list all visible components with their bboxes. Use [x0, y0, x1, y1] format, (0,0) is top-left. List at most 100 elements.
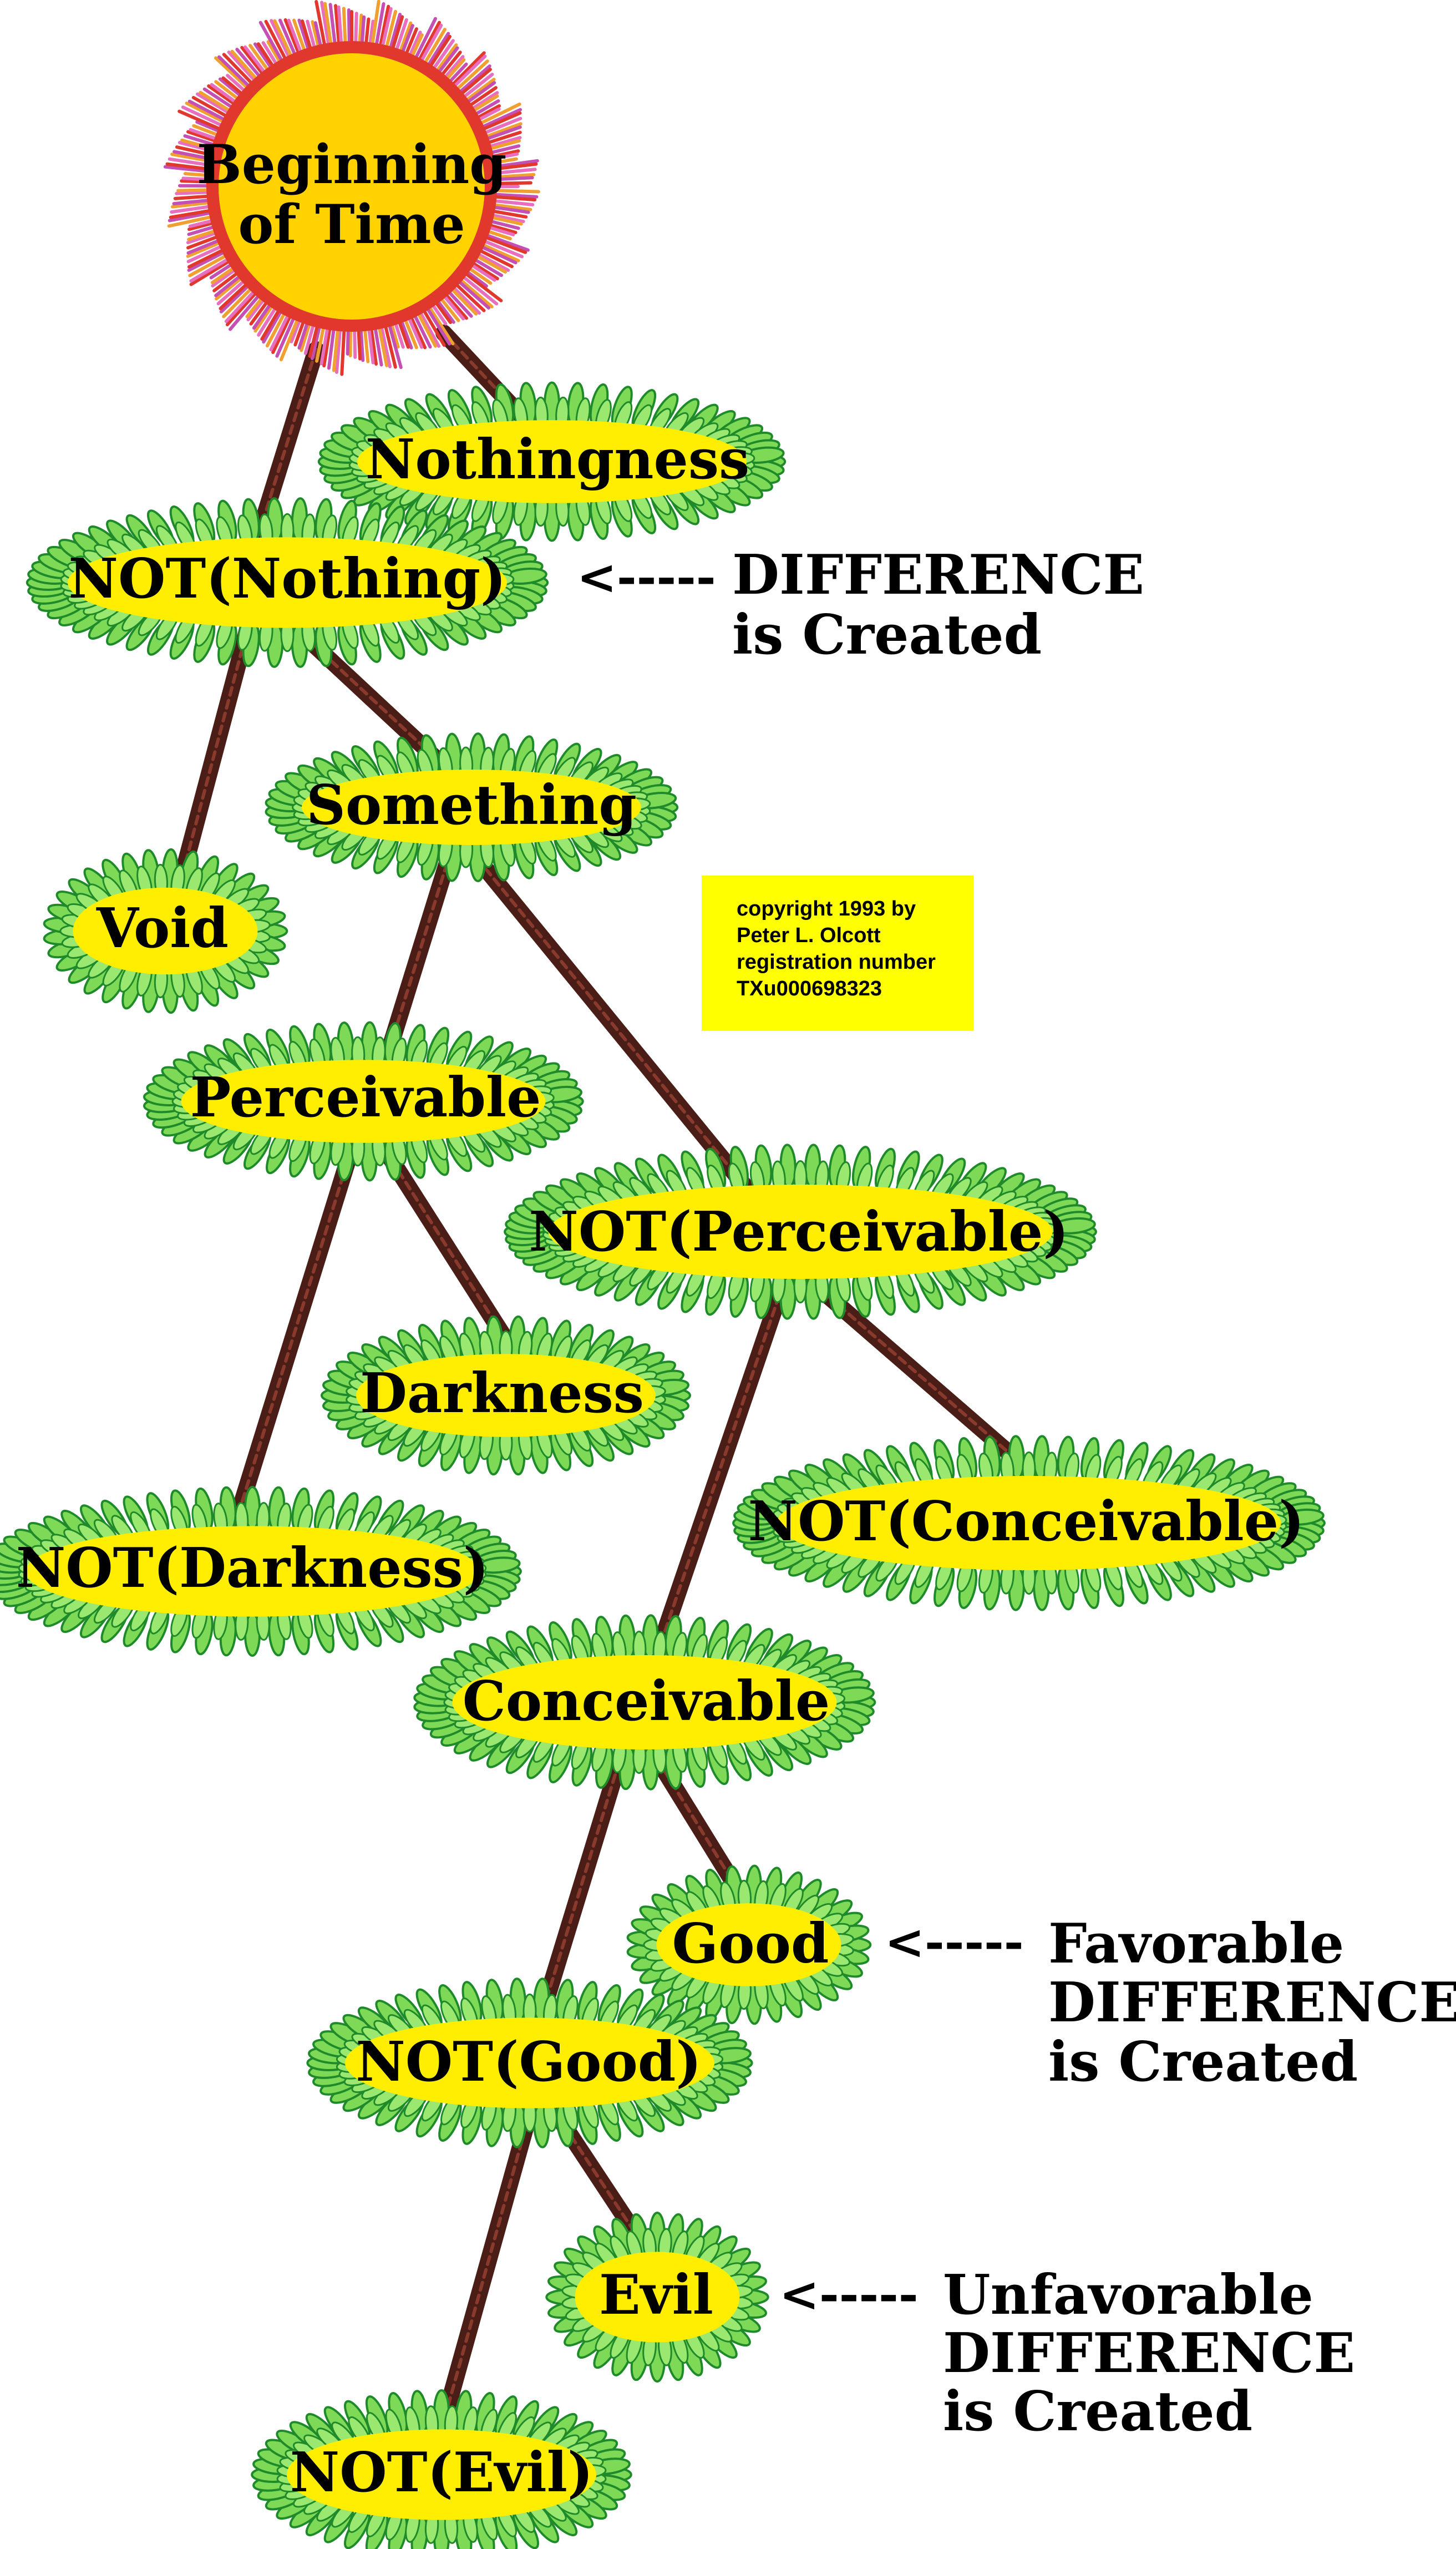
label-fill: [452, 1655, 837, 1749]
sun-ray: [378, 320, 392, 368]
sun-ray: [340, 323, 346, 376]
sun-ray: [278, 18, 299, 61]
unfavorable-line1: Unfavorable: [943, 2263, 1313, 2327]
copyright-background: [702, 876, 973, 1031]
sun-ray: [417, 23, 443, 67]
bush-not-good: [306, 1978, 753, 2148]
sun-ray: [167, 214, 218, 228]
bush-something: [265, 732, 679, 882]
sun-ray: [328, 3, 337, 50]
sun-ray: [264, 19, 290, 65]
sun-ray: [487, 203, 532, 211]
sun-ray: [196, 92, 235, 117]
sun-ray: [377, 321, 389, 367]
sun-ray: [189, 257, 235, 286]
sun-ray: [230, 49, 262, 84]
label-fill: [68, 537, 507, 628]
unfavorable-note: <----- Unfavorable DIFFERENCE is Created: [779, 2263, 1355, 2444]
sun-ray: [224, 286, 259, 323]
copyright-line3: registration number: [737, 950, 936, 974]
sun-ray: [458, 272, 499, 306]
bush-good: [626, 1864, 872, 2025]
sun-ray: [379, 7, 393, 53]
sun-ray: [377, 4, 390, 53]
node-perceivable: Perceivable: [190, 1066, 541, 1130]
bush-perceivable: [143, 1021, 584, 1182]
sun-ray: [476, 241, 520, 262]
node-void: Void: [96, 897, 229, 960]
node-not-perceivable: NOT(Perceivable): [529, 1200, 1068, 1264]
sun-ray: [173, 150, 217, 161]
sun-ray: [383, 9, 398, 54]
sun-ray: [478, 237, 524, 259]
node-something: Something: [306, 773, 637, 837]
sun-ray: [323, 2, 333, 51]
label-fill: [345, 2017, 714, 2108]
bush-not-darkness: [0, 1486, 522, 1657]
favorable-line1: Favorable: [1048, 1912, 1344, 1976]
label-fill: [357, 420, 747, 503]
sun-ray: [448, 282, 481, 315]
difference-note: <----- DIFFERENCE is Created: [577, 543, 1144, 667]
sun-ray: [269, 309, 292, 352]
sun-ray: [480, 231, 530, 252]
label-fill: [25, 1526, 480, 1617]
difference-arrow: <-----: [577, 549, 716, 605]
favorable-arrow: <-----: [885, 1914, 1024, 1970]
sun-ray: [314, 0, 327, 52]
bush-nothingness: [317, 381, 787, 542]
sun-ray: [189, 255, 234, 283]
sun-ray: [275, 311, 298, 358]
sun-ray: [327, 322, 336, 370]
node-darkness: Darkness: [360, 1362, 644, 1425]
sun-ray: [187, 246, 229, 269]
sun-ray: [426, 34, 452, 72]
node-labels: Nothingness NOT(Nothing) Something Void …: [16, 428, 1305, 2505]
beginning-of-time-sun: Beginning of Time: [163, 0, 540, 376]
difference-line2: is Created: [732, 603, 1042, 667]
root-label-line1: Beginning: [197, 133, 507, 196]
node-not-good: NOT(Good): [356, 2030, 702, 2094]
sun-ray: [488, 173, 536, 179]
branch-texture: [231, 1136, 357, 1533]
sun-ray: [449, 54, 487, 92]
label-fill: [548, 1185, 1053, 1279]
bush-darkness: [321, 1315, 691, 1476]
sun-ray: [222, 53, 257, 89]
sun-ray: [279, 313, 301, 362]
copyright-box: copyright 1993 by Peter L. Olcott regist…: [702, 876, 973, 1031]
sun-ray: [454, 276, 491, 310]
sun-ray: [382, 319, 397, 369]
sun-ray: [175, 145, 219, 158]
bush-evil: [545, 2212, 769, 2383]
sun-ray: [373, 321, 383, 367]
sun-ray: [420, 28, 447, 69]
label-fill: [575, 2252, 740, 2343]
sun-ray: [168, 157, 216, 168]
sun-ray: [475, 243, 518, 265]
sun-ray: [386, 318, 403, 370]
copyright-line1: copyright 1993 by: [737, 897, 916, 921]
sun-ray: [214, 56, 253, 93]
copyright-line4: TXu000698323: [737, 977, 882, 1000]
sun-ray: [187, 99, 231, 124]
sun-ray: [229, 290, 264, 331]
sun-ray: [488, 162, 538, 171]
sun-ray: [458, 73, 494, 102]
sun-ray: [410, 309, 432, 349]
root-label-line2: of Time: [238, 193, 465, 256]
branch-texture: [650, 1269, 789, 1672]
sun-ray: [219, 279, 252, 310]
sun-ray: [283, 18, 302, 59]
sun-ray: [416, 306, 441, 348]
sun-ray: [478, 117, 522, 136]
sun-ray: [369, 322, 378, 366]
sun-ray: [425, 301, 455, 346]
bush-conceivable: [413, 1614, 876, 1791]
sun-ray: [334, 323, 342, 374]
favorable-line2: DIFFERENCE: [1048, 1971, 1456, 2035]
sun-ray: [487, 159, 539, 169]
sun-ray: [423, 302, 451, 346]
branch-texture: [534, 1735, 628, 2038]
